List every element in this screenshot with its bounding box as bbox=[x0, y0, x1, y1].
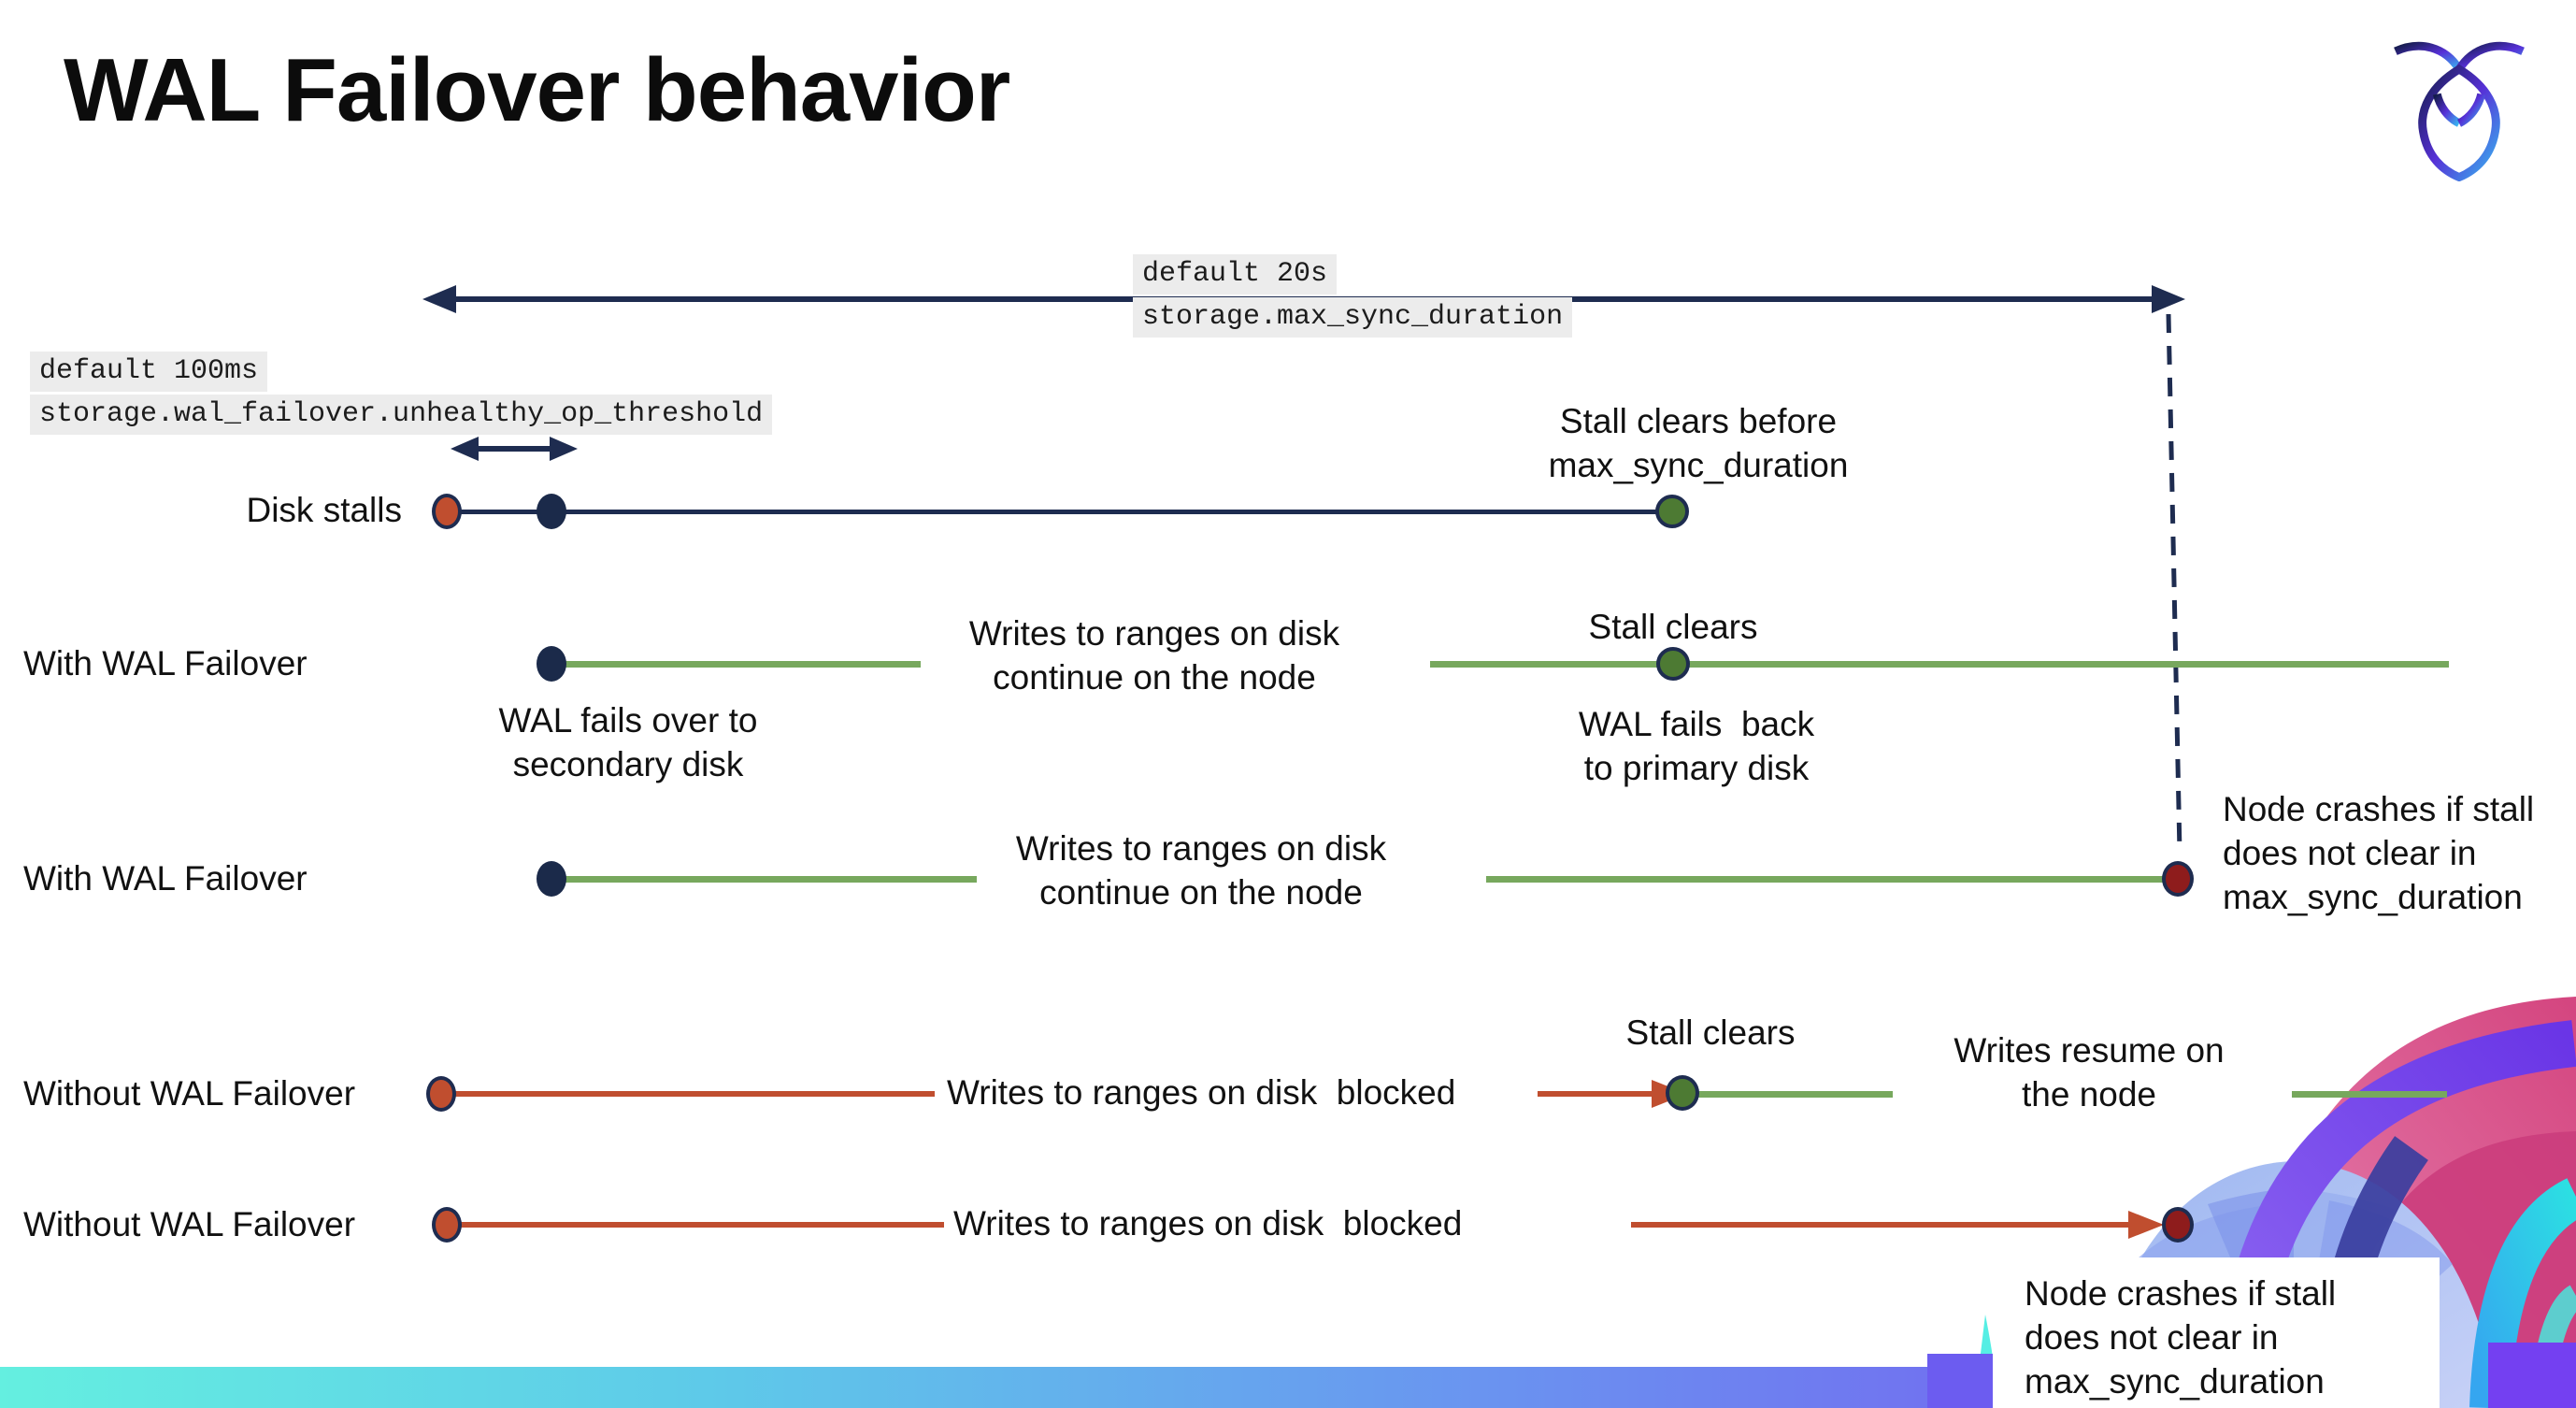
stall-clears-note: Stall clears bbox=[1588, 608, 1758, 646]
writes-continue-line bbox=[1486, 876, 2173, 883]
setting-default-chip: default 20s bbox=[1133, 254, 1338, 295]
node-crash-dot bbox=[2162, 1207, 2194, 1243]
row-label-with-wal-failover: With WAL Failover bbox=[23, 644, 308, 682]
failover-dot bbox=[537, 646, 566, 682]
node-crashes-callout-box: Node crashes if stall does not clear in … bbox=[1993, 1257, 2440, 1408]
stall-clears-before-note: Stall clears before max_sync_duration bbox=[1548, 402, 1849, 484]
deco-purple-block-left bbox=[1927, 1354, 1993, 1408]
arrowhead-right bbox=[2152, 285, 2185, 313]
stall-start-dot bbox=[426, 1076, 456, 1112]
writes-blocked-arrow bbox=[1631, 1211, 2164, 1239]
writes-blocked-line bbox=[441, 1091, 935, 1097]
unhealthy-op-threshold-arrow bbox=[451, 437, 578, 461]
row-label-disk-stalls: Disk stalls bbox=[246, 491, 402, 529]
stall-clears-dot bbox=[1656, 647, 1690, 681]
node-crashes-note: Node crashes if stall does not clear in … bbox=[2025, 1274, 2337, 1401]
setting-name-chip: storage.max_sync_duration bbox=[1133, 297, 1573, 338]
max-sync-deadline-dashed-line bbox=[2166, 313, 2182, 854]
cockroachdb-logo-icon bbox=[2394, 41, 2525, 181]
row-label-without-wal-failover: Without WAL Failover bbox=[23, 1205, 356, 1243]
stall-clears-note: Stall clears bbox=[1625, 1013, 1796, 1052]
writes-blocked-note: Writes to ranges on disk blocked bbox=[953, 1204, 1463, 1243]
arrowhead-right bbox=[2128, 1211, 2164, 1239]
node-crash-dot bbox=[2162, 861, 2194, 897]
failover-dot bbox=[537, 861, 566, 897]
writes-continue-note: Writes to ranges on disk continue on the… bbox=[968, 614, 1340, 697]
deco-purple-block-right bbox=[2488, 1343, 2576, 1408]
stall-start-dot bbox=[432, 494, 462, 529]
writes-resume-note: Writes resume on the node bbox=[1953, 1031, 2225, 1113]
threshold-dot bbox=[537, 494, 566, 529]
page-title: WAL Failover behavior bbox=[64, 40, 1010, 140]
writes-blocked-note: Writes to ranges on disk blocked bbox=[947, 1073, 1456, 1112]
writes-resume-line bbox=[1698, 1091, 1893, 1098]
unhealthy-op-threshold-label: default 100ms storage.wal_failover.unhea… bbox=[30, 352, 773, 435]
writes-continue-line bbox=[1430, 661, 2449, 668]
writes-continue-line bbox=[551, 661, 921, 668]
arrowhead-left bbox=[451, 437, 479, 461]
node-crashes-note: Node crashes if stall does not clear in … bbox=[2223, 790, 2535, 916]
setting-name-chip: storage.wal_failover.unhealthy_op_thresh… bbox=[30, 395, 773, 435]
max-sync-duration-label: default 20s storage.max_sync_duration bbox=[1133, 254, 1573, 338]
disk-stall-timeline bbox=[458, 510, 1672, 514]
stall-clears-dot bbox=[1655, 495, 1689, 528]
writes-continue-note: Writes to ranges on disk continue on the… bbox=[1015, 829, 1387, 912]
wal-fails-over-note: WAL fails over to secondary disk bbox=[498, 701, 758, 783]
writes-continue-line bbox=[551, 876, 977, 883]
arrowhead-left bbox=[422, 285, 456, 313]
row-label-without-wal-failover: Without WAL Failover bbox=[23, 1074, 356, 1113]
wal-fails-back-note: WAL fails back to primary disk bbox=[1578, 705, 1815, 787]
stall-clears-dot bbox=[1666, 1075, 1699, 1111]
stall-start-dot bbox=[432, 1207, 462, 1243]
writes-resume-line bbox=[2292, 1091, 2447, 1098]
row-label-with-wal-failover: With WAL Failover bbox=[23, 859, 308, 898]
writes-blocked-arrow bbox=[1538, 1080, 1687, 1108]
arrowhead-right bbox=[550, 437, 578, 461]
setting-default-chip: default 100ms bbox=[30, 352, 268, 392]
writes-blocked-line bbox=[447, 1222, 944, 1228]
